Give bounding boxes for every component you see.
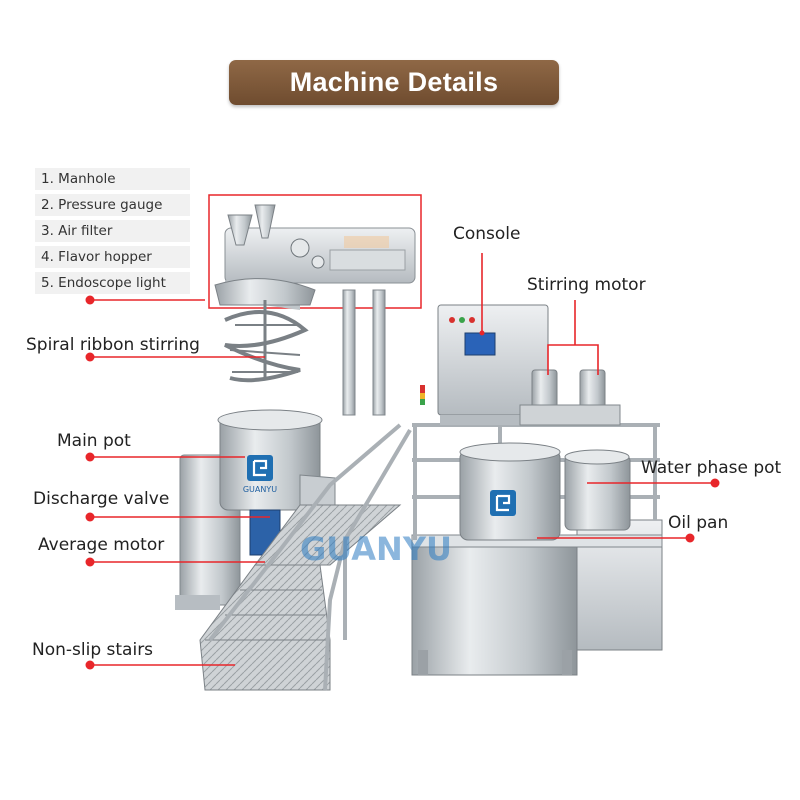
callout-spiral-ribbon: Spiral ribbon stirring — [26, 335, 200, 355]
dot-manhole — [85, 295, 95, 305]
parts-list: 1. Manhole 2. Pressure gauge 3. Air filt… — [35, 168, 190, 298]
watermark: GUANYU — [300, 530, 452, 568]
detail-frame — [208, 194, 422, 309]
dot-main-pot — [85, 452, 95, 462]
lifting-columns — [342, 289, 386, 416]
main-pot-logo — [247, 455, 273, 481]
parts-item-endoscope-light: 5. Endoscope light — [35, 272, 190, 294]
callout-main-pot: Main pot — [57, 431, 131, 451]
leader-lines — [85, 253, 720, 670]
page-title: Machine Details — [289, 67, 499, 97]
callout-oil-pan: Oil pan — [668, 513, 729, 533]
water-phase-pot — [459, 442, 631, 541]
lifting-head — [214, 204, 416, 310]
callout-water-phase-pot: Water phase pot — [641, 458, 782, 478]
control-cabinet — [437, 304, 549, 425]
parts-item-pressure-gauge: 2. Pressure gauge — [35, 194, 190, 216]
spiral-ribbon-agitator — [224, 300, 309, 383]
parts-item-flavor-hopper: 4. Flavor hopper — [35, 246, 190, 268]
main-pot-logo-text: GUANYU — [243, 485, 277, 494]
callout-average-motor: Average motor — [38, 535, 165, 555]
leader-stirring-motor — [547, 300, 599, 375]
stirring-motors — [519, 369, 621, 426]
water-pot-logo — [490, 490, 516, 516]
parts-item-manhole: 1. Manhole — [35, 168, 190, 190]
stairs — [199, 423, 412, 691]
platform — [411, 519, 663, 676]
parts-item-air-filter: 3. Air filter — [35, 220, 190, 242]
callout-discharge-valve: Discharge valve — [33, 489, 170, 509]
callout-stirring-motor: Stirring motor — [527, 275, 646, 295]
dot-water-phase — [710, 478, 720, 488]
dot-oil-pan — [685, 533, 695, 543]
callout-console: Console — [453, 224, 521, 244]
dot-spiral — [85, 352, 95, 362]
dot-discharge — [85, 512, 95, 522]
callout-non-slip-stairs: Non-slip stairs — [32, 640, 154, 660]
title-banner: Machine Details — [229, 60, 559, 105]
signal-tower — [420, 385, 425, 405]
dot-stairs — [85, 660, 95, 670]
dot-average-motor — [85, 557, 95, 567]
dot-console-end — [479, 330, 485, 336]
